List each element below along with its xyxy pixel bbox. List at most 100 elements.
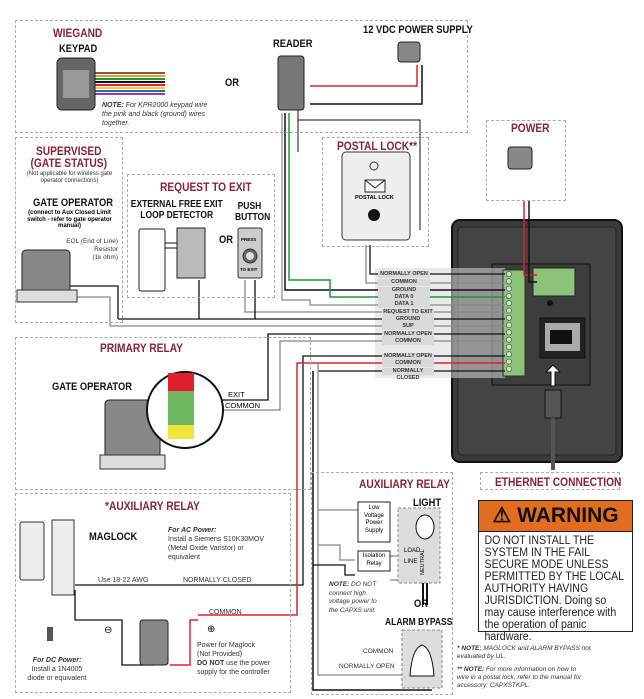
primary-relay-title: PRIMARY RELAY <box>100 341 183 355</box>
terminal-label: GROUND <box>382 316 434 323</box>
power-supply-12vdc <box>397 41 421 63</box>
terminal-label: GROUND <box>378 287 430 294</box>
maglock-label: MAGLOCK <box>89 531 138 543</box>
terminal-screw <box>506 278 512 285</box>
terminal-screw <box>506 344 512 350</box>
power-title: POWER <box>511 121 550 135</box>
terminal-screw <box>506 314 512 321</box>
terminal-screw <box>506 336 512 343</box>
keypad-note: NOTE: For KPR2000 keypad wire the pink a… <box>102 102 208 127</box>
to-exit-label: TO EXIT <box>240 267 258 272</box>
terminal-screw <box>506 358 512 365</box>
line-label: LINE <box>404 559 418 565</box>
power-supply-label: 12 VDC POWER SUPPLY <box>363 24 473 36</box>
wiegand-section <box>15 20 468 133</box>
gate-operator-label: GATE OPERATOR <box>33 197 114 209</box>
postal-lock-title: POSTAL LOCK** <box>337 139 418 153</box>
common-label-alarm: COMMON <box>363 648 394 655</box>
terminal-screw <box>506 329 512 336</box>
request-to-exit-title: REQUEST TO EXIT <box>160 180 252 194</box>
aux-relay-right-title: AUXILIARY RELAY <box>359 477 450 491</box>
load-label: LOAD <box>404 548 421 554</box>
maglock-plate <box>19 521 45 581</box>
high-voltage-note: NOTE: DO NOT connect high voltage power … <box>329 581 377 614</box>
postal-lock-device-label: POSTAL LOCK <box>355 195 394 201</box>
light-bulb-icon <box>415 514 435 540</box>
terminal-label: NORMALLY OPEN <box>382 353 434 360</box>
diode <box>47 627 53 641</box>
wiegand-title: WIEGAND <box>53 26 103 40</box>
footnote-ul: * NOTE: MAGLOCK and ALARM BYPASS not eva… <box>457 645 591 660</box>
common-wire-label: COMMON <box>225 401 260 410</box>
terminal-label: DATA 0 <box>378 294 430 301</box>
ethernet-plug <box>544 389 562 419</box>
terminal-screw <box>506 307 512 314</box>
terminal-blocks <box>502 269 526 377</box>
power-supply-main <box>507 146 533 170</box>
warning-header: ⚠ WARNING <box>479 501 632 532</box>
aux-relay-left-section <box>15 493 291 693</box>
connect-note: (connect to Aux Closed Limit switch - re… <box>27 210 112 229</box>
warning-title: WARNING <box>517 504 619 527</box>
warning-triangle-icon: ⚠ <box>492 504 512 527</box>
supervised-section <box>15 137 123 323</box>
reader-label: READER <box>273 38 313 50</box>
reader-device <box>277 55 305 111</box>
primary-relay-section <box>15 337 311 490</box>
terminal-label: COMMON <box>382 338 434 345</box>
or-label: OR <box>225 77 240 89</box>
ethernet-connection-label-box <box>480 472 620 490</box>
eol-resistor-label: EOL (End of Line)Resistor(1k ohm) <box>66 238 118 261</box>
terminal-label: DATA 1 <box>378 301 430 308</box>
terminal-label: COMMON <box>378 279 430 286</box>
or-label-aux: OR <box>414 598 429 610</box>
terminal-screw <box>506 292 512 299</box>
terminal-screw <box>506 322 512 328</box>
arrow-up-icon <box>544 364 562 387</box>
terminal-screw <box>506 365 512 372</box>
terminal-screw <box>506 351 512 358</box>
bell-icon <box>409 644 435 677</box>
awg-label: Use 18-22 AWG <box>98 577 149 584</box>
press-label: PRESS <box>241 237 257 242</box>
terminal-label: NORMALLY OPEN <box>378 271 430 278</box>
ethernet-connection-title: ETHERNET CONNECTION <box>495 475 622 489</box>
gate-operator-primary-label: GATE OPERATOR <box>52 381 133 393</box>
terminal-label: NORMALLY OPEN <box>382 331 434 338</box>
footnote-postal-lock: ** NOTE: For more information on how to … <box>457 666 582 689</box>
postal-lock-section <box>322 137 429 247</box>
light-label: LIGHT <box>413 497 442 509</box>
supervised-title: SUPERVISED(GATE STATUS) <box>30 144 108 170</box>
power-terminal <box>532 267 576 297</box>
neutral-label: NEUTRAL <box>420 549 426 575</box>
terminal-screw <box>506 271 512 277</box>
request-to-exit-section <box>127 174 275 298</box>
normally-closed-label: NORMALLY CLOSED <box>183 577 252 584</box>
ac-power-note: For AC Power:Install a Siemens S10K30MOV… <box>168 527 265 561</box>
terminal-screw <box>506 300 512 307</box>
or-label-rte: OR <box>219 234 234 246</box>
warning-box: ⚠ WARNING DO NOT INSTALL THE SYSTEM IN T… <box>478 500 633 643</box>
terminal-screw <box>506 285 512 292</box>
exit-wire-label: EXIT <box>228 390 245 399</box>
minus-icon: ⊖ <box>104 625 113 636</box>
terminal-label: COMMON <box>382 360 434 367</box>
alarm-bypass-label: ALARM BYPASS <box>385 617 453 628</box>
maglock-power-supply <box>139 619 169 666</box>
loop-detector <box>138 228 166 292</box>
maglock-magnet <box>51 519 75 596</box>
common-label-aux: COMMON <box>209 609 242 616</box>
aux-relay-right-section <box>311 472 453 695</box>
warning-text: DO NOT INSTALL THE SYSTEM IN THE FAIL SE… <box>484 535 624 643</box>
normally-open-label-alarm: NORMALLY OPEN <box>339 663 395 670</box>
supervised-subtitle: (Not applicable for wireless gate operat… <box>26 171 113 184</box>
terminal-label: SUP <box>382 323 434 330</box>
aux-relay-left-title: *AUXILIARY RELAY <box>105 499 200 513</box>
